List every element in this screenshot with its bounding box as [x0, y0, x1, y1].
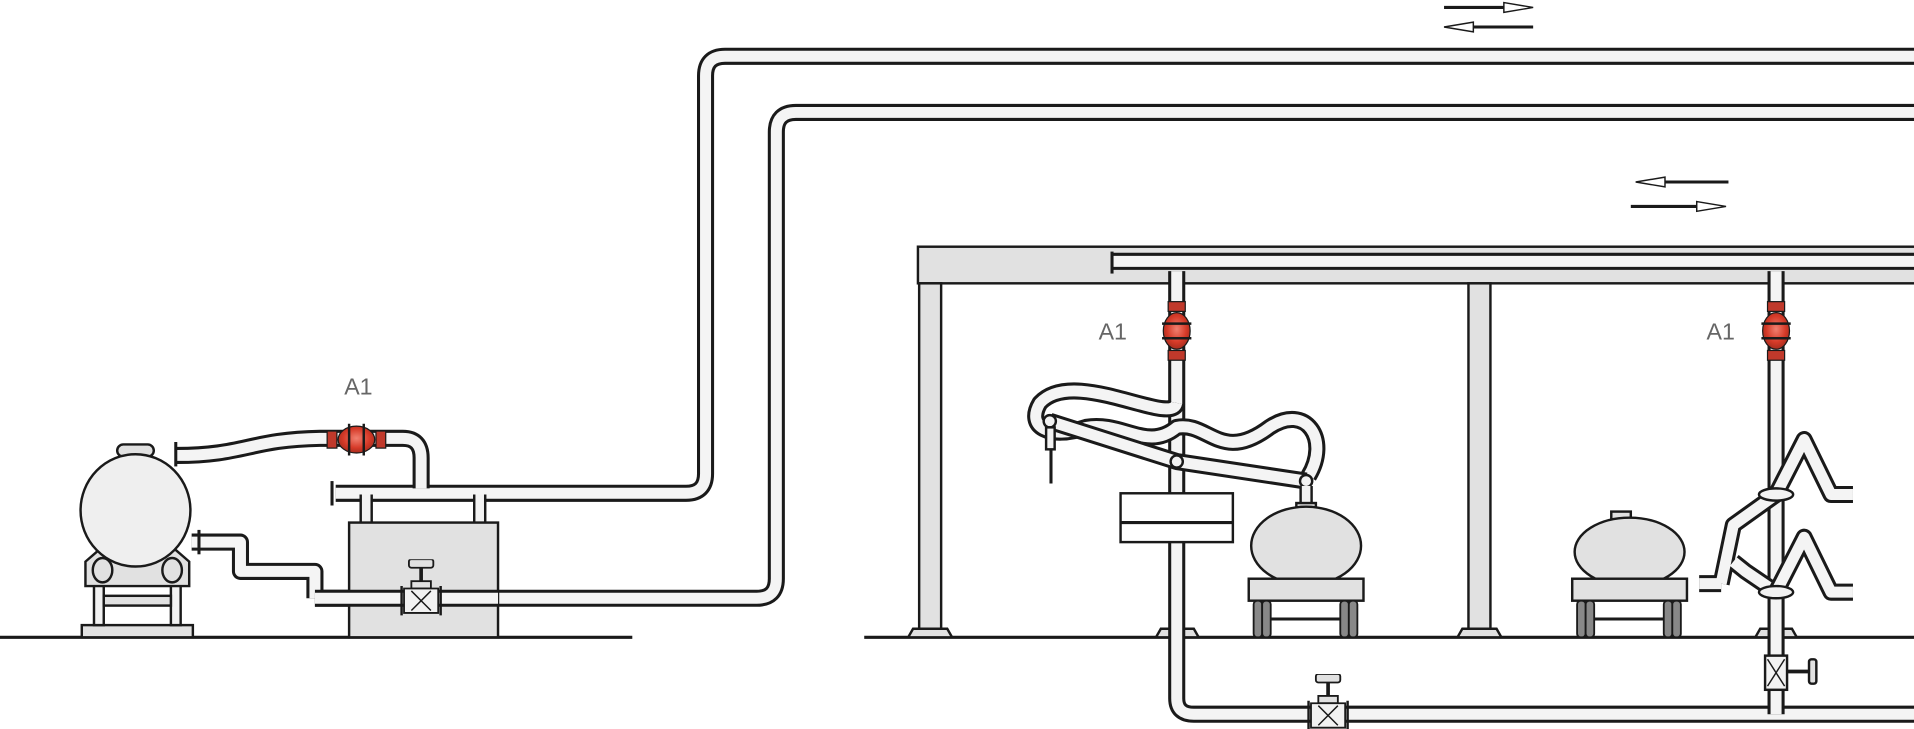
valve-a1-pump: [325, 423, 388, 456]
tank-truck-right: [1573, 516, 1686, 588]
label-a1-right: A1: [1706, 318, 1734, 344]
loading-station-left: [1027, 300, 1365, 639]
trunk-pipe-upper: [330, 47, 1914, 506]
label-a1-left: A1: [1099, 318, 1127, 344]
globe-valve-return: [1306, 673, 1350, 729]
return-pipe-bottom: [1168, 271, 1914, 729]
trunk-pipe-lower: [314, 103, 1914, 607]
pump-suction-pipe: [191, 529, 324, 599]
manifold-box: [314, 494, 500, 639]
canopy-column: [1467, 282, 1492, 632]
pump: [79, 443, 195, 639]
loading-canopy: [906, 245, 1914, 639]
flow-arrows-middle: [1630, 176, 1729, 213]
valve-a1-right: [1761, 300, 1791, 362]
flow-arrows-top: [1443, 1, 1534, 33]
label-a1-pump: A1: [344, 373, 372, 399]
globe-valve-right: [1763, 654, 1818, 692]
valve-a1-left: [1162, 300, 1192, 362]
tank-truck-left: [1249, 505, 1363, 587]
canopy-column: [917, 282, 943, 632]
pump-discharge-pipe: [174, 423, 430, 489]
loading-station-right: [1570, 271, 1853, 715]
